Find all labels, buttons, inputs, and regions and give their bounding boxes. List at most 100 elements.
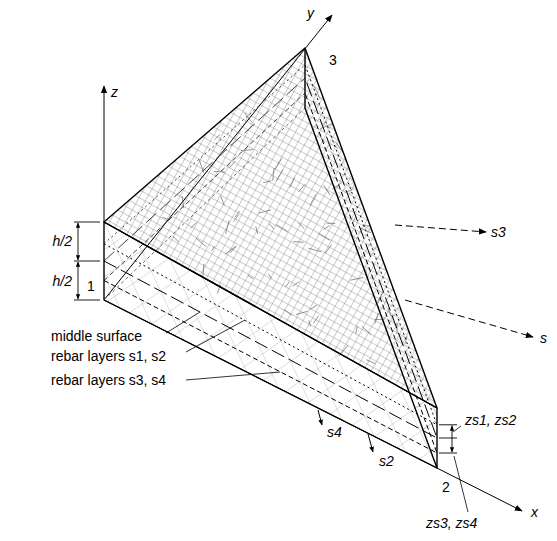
- fibre-stroke: [362, 326, 371, 334]
- leader-lines: [166, 312, 468, 512]
- middle-surface-line: [104, 78, 305, 261]
- annotation: rebar layers s1, s2: [50, 348, 167, 364]
- right-face-hatch: [305, 48, 437, 468]
- fibre-stroke: [366, 360, 375, 364]
- fibre-stroke: [293, 241, 303, 243]
- direction-s3-arrow: [395, 225, 486, 232]
- fibre-stroke: [269, 224, 274, 229]
- fibre-stroke: [212, 246, 215, 251]
- right-face-hatch: [305, 48, 437, 468]
- leader-line: [453, 426, 461, 432]
- y-axis: [104, 15, 332, 300]
- dimension-label: zs1, zs2: [464, 412, 517, 428]
- annotation: middle surface: [50, 328, 143, 344]
- direction-arrows: [318, 225, 533, 452]
- fibre-stroke: [356, 326, 358, 334]
- direction-label: s2: [378, 453, 395, 469]
- fibre-stroke: [298, 223, 304, 229]
- fibre-stroke: [214, 134, 220, 139]
- dimension-label: zs3, zs4: [425, 515, 478, 531]
- direction-s1-arrow: [405, 300, 533, 337]
- rebar-layer-line: [104, 93, 305, 281]
- element-outline: [104, 48, 437, 468]
- fibre-stroke: [256, 226, 258, 233]
- fibre-stroke: [276, 225, 287, 232]
- axis-label: y: [306, 5, 315, 21]
- fibre-stroke: [226, 220, 230, 233]
- fibre-stroke: [284, 309, 292, 315]
- leader-line: [454, 456, 468, 512]
- fibre-stroke: [296, 311, 307, 314]
- fibre-stroke: [230, 161, 236, 168]
- vertex-number: 3: [328, 52, 338, 68]
- fibre-stroke: [258, 210, 271, 213]
- axes: [104, 15, 522, 511]
- fibre-stroke: [244, 112, 252, 122]
- fibre-stroke: [285, 282, 289, 288]
- dimension-label: h/2: [52, 233, 73, 249]
- fibre-stroke: [196, 238, 206, 247]
- fibre-stroke: [318, 132, 325, 143]
- fibre-stroke: [375, 313, 378, 323]
- rebar-layer-line: [104, 65, 437, 425]
- direction-label: s3: [490, 224, 507, 240]
- fibre-stroke: [327, 223, 336, 224]
- dimension-line: [78, 280, 79, 299]
- rebar-layer-line: [104, 65, 305, 244]
- vertex-number: 1: [86, 278, 96, 294]
- fibre-stroke: [290, 177, 295, 187]
- vertex-number: 2: [441, 479, 451, 495]
- face-hatching: [104, 48, 437, 468]
- fibre-stroke: [172, 236, 178, 242]
- fibre-stroke: [221, 196, 225, 205]
- extension-line: [439, 453, 457, 454]
- extension-line: [439, 438, 457, 439]
- fibre-stroke: [275, 158, 282, 169]
- leader-line: [166, 312, 200, 333]
- fibre-stroke: [310, 194, 316, 206]
- fibre-stroke: [397, 323, 398, 334]
- direction-label: s: [539, 330, 548, 346]
- fibre-stroke: [268, 274, 271, 279]
- layer-lines: [104, 65, 437, 453]
- fibre-stroke: [263, 181, 271, 183]
- front-face-hatch: [104, 222, 437, 468]
- extension-line: [74, 261, 100, 262]
- extension-line: [74, 300, 100, 301]
- fibre-stroke: [241, 150, 253, 151]
- direction-s4-arrow: [318, 410, 322, 425]
- fibre-stroke: [225, 246, 236, 254]
- axis-label: z: [110, 84, 119, 100]
- front-face-hatch: [104, 222, 437, 468]
- fibre-stroke: [298, 184, 305, 192]
- right-face-outline: [305, 48, 437, 468]
- fibre-stroke: [324, 185, 330, 195]
- leader-line: [186, 372, 280, 380]
- fibre-stroke: [350, 277, 363, 280]
- extension-line: [74, 222, 100, 223]
- fibre-stroke: [235, 211, 240, 217]
- axis-label: x: [530, 504, 539, 520]
- hidden-edge: [104, 108, 305, 300]
- fibre-stroke: [214, 171, 225, 172]
- fibre-stroke: [325, 245, 331, 254]
- fibre-stroke: [203, 264, 204, 277]
- leader-line: [186, 320, 245, 352]
- direction-s2-arrow: [368, 434, 373, 452]
- direction-label: s4: [326, 424, 343, 440]
- extension-line: [439, 424, 457, 425]
- fibre-stroke: [308, 248, 321, 252]
- dimension-line: [78, 262, 79, 280]
- dimension-line: [452, 438, 453, 452]
- dimension-line: [78, 223, 79, 241]
- fibre-stroke: [273, 168, 275, 181]
- dimension-line: [78, 241, 79, 260]
- dimension-label: h/2: [52, 273, 73, 289]
- fibre-stroke: [318, 234, 329, 241]
- annotation: rebar layers s3, s4: [50, 372, 167, 388]
- z-axis: [104, 86, 105, 222]
- fibre-stroke: [314, 316, 319, 324]
